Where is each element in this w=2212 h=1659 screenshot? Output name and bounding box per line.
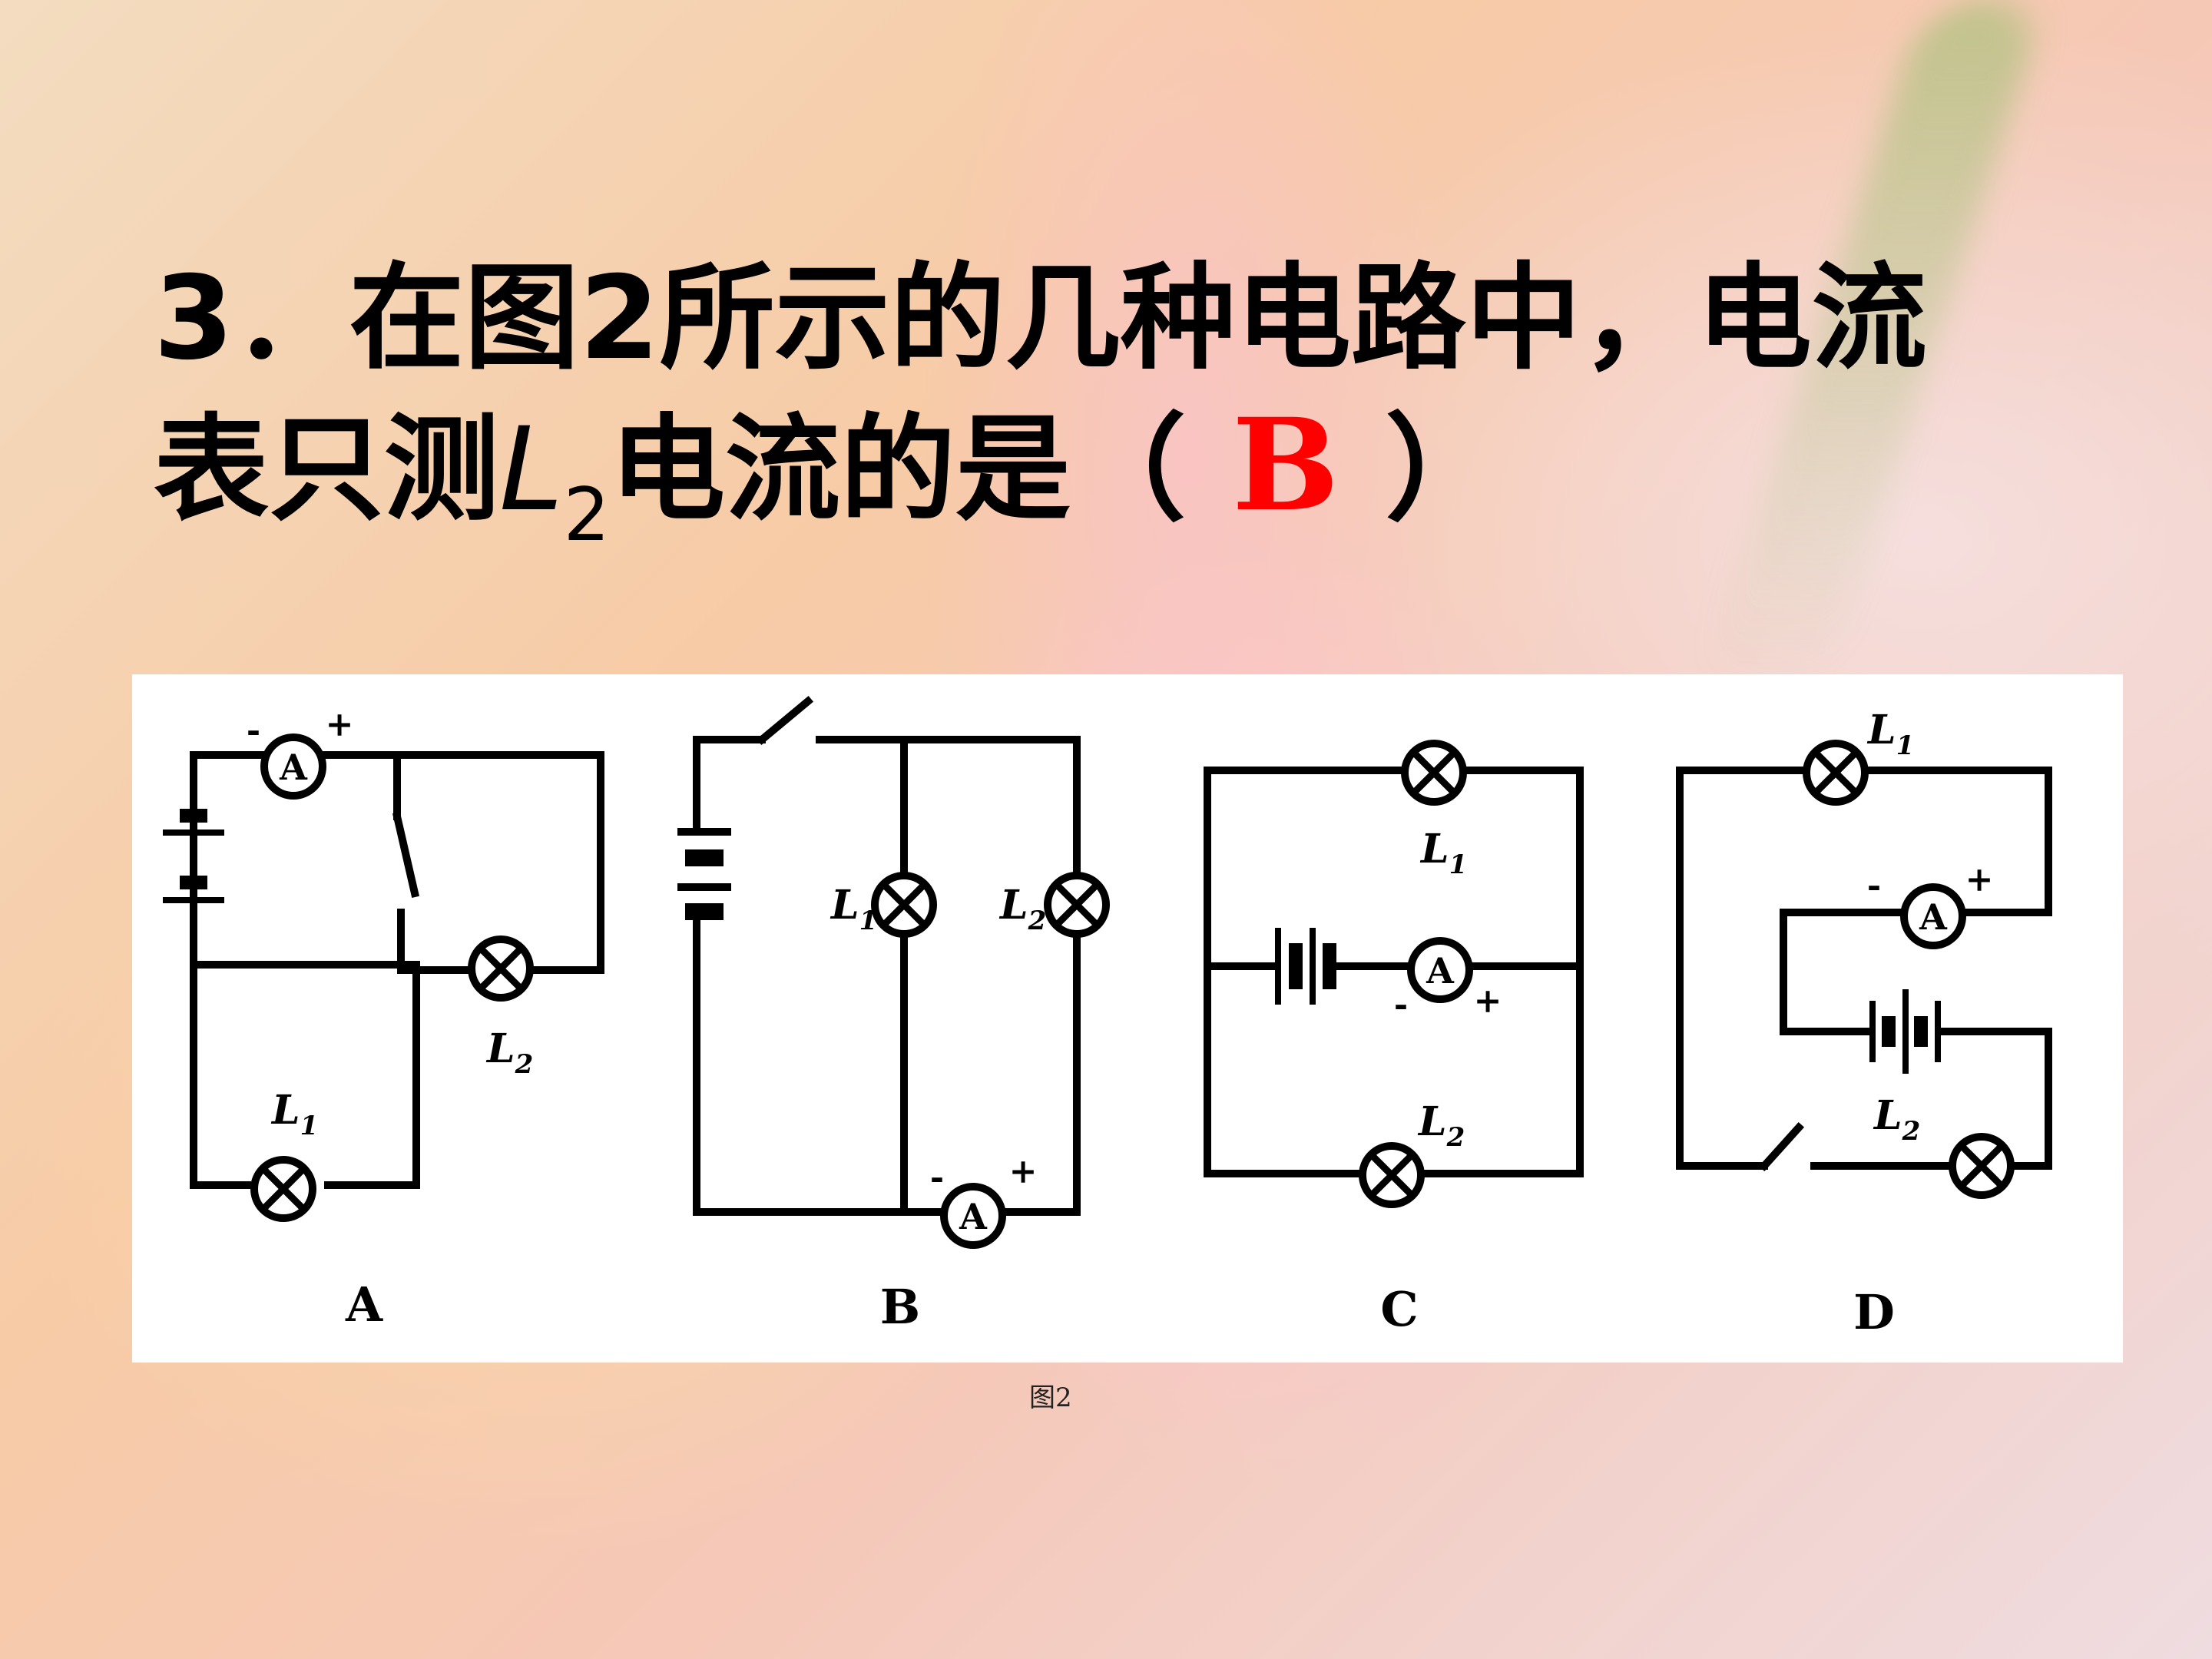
question-number: 3． [154, 252, 349, 386]
circuit-b-battery [677, 828, 731, 920]
circuit-b-label: B [880, 1279, 920, 1335]
close-paren: ） [1385, 403, 1501, 537]
circuit-c-ammeter-plus: + [1474, 982, 1502, 1021]
circuit-b-ammeter-minus: - [930, 1158, 944, 1197]
circuit-c-ammeter-minus: - [1394, 985, 1408, 1025]
circuit-d-ammeter: A - + [1867, 860, 1994, 949]
question-text: 3．在图2所示的几种电路中，电流 表只测L2电流的是（ B ） [154, 246, 2074, 588]
circuit-c: L1 A - + L2 C [1204, 740, 1584, 1337]
lamp-symbol: L [499, 403, 564, 537]
circuit-d-l1-label: L1 [1866, 707, 1914, 761]
circuit-b-ammeter-letter: A [959, 1196, 988, 1237]
circuit-b-ammeter-plus: + [1009, 1152, 1038, 1191]
circuit-a-label: A [345, 1277, 383, 1333]
circuit-c-wires [1204, 767, 1584, 1177]
circuit-b-wires [693, 695, 1081, 1216]
circuit-a-lamp-l2 [468, 935, 534, 1002]
circuit-a-l2-label: L2 [485, 1025, 533, 1080]
circuit-d-label: D [1853, 1284, 1895, 1340]
circuit-c-battery [1275, 928, 1336, 1005]
circuit-d-ammeter-letter: A [1919, 896, 1948, 938]
question-text-line2-suffix: 电流的是（ [610, 403, 1187, 537]
circuit-b-l2-label: L2 [998, 882, 1046, 936]
circuit-b-lamp-l1 [871, 872, 937, 938]
circuit-b-lamp-l2 [1044, 872, 1110, 938]
question-line-1: 3．在图2所示的几种电路中，电流 [154, 246, 2074, 392]
lamp-symbol-subscript: 2 [563, 473, 611, 558]
circuit-figure: A - + L2 L1 A [132, 674, 2123, 1363]
circuit-a-ammeter-plus: + [326, 705, 354, 744]
figure-caption: 图2 [1029, 1382, 1072, 1413]
circuit-b-ammeter: A - + [930, 1152, 1038, 1249]
circuit-b: L1 L2 A - + B [677, 695, 1110, 1335]
circuit-a-battery [163, 809, 224, 903]
circuit-c-l1-label: L1 [1419, 826, 1467, 880]
answer-letter: B [1232, 390, 1339, 539]
question-line-2: 表只测L2电流的是（ B ） [154, 392, 2074, 588]
circuit-d-battery [1869, 989, 1941, 1074]
circuit-c-lamp-l2 [1359, 1142, 1425, 1208]
question-text-line1: 在图2所示的几种电路中，电流 [349, 252, 1927, 386]
circuit-a-l1-label: L1 [270, 1087, 318, 1141]
circuit-c-lamp-l1 [1401, 740, 1467, 806]
circuit-a-ammeter-minus: - [247, 711, 260, 750]
circuit-d-ammeter-minus: - [1867, 866, 1881, 906]
circuit-a-ammeter: A - + [247, 705, 354, 800]
circuit-c-label: C [1380, 1281, 1418, 1337]
circuit-c-l2-label: L2 [1417, 1098, 1465, 1153]
circuit-d: L1 A - + L2 D [1676, 707, 2052, 1340]
circuit-b-l1-label: L1 [830, 882, 877, 936]
circuit-d-ammeter-plus: + [1965, 860, 1994, 899]
circuit-d-lamp-l2 [1949, 1133, 2015, 1199]
circuit-a-ammeter-letter: A [279, 747, 308, 788]
circuit-d-wires [1676, 767, 2052, 1172]
circuit-d-lamp-l1 [1803, 740, 1869, 806]
circuit-diagrams-svg: A - + L2 L1 A [163, 695, 2052, 1340]
circuit-d-l2-label: L2 [1873, 1092, 1920, 1147]
question-text-line2-prefix: 表只测 [154, 403, 500, 537]
circuit-a: A - + L2 L1 A [163, 705, 604, 1333]
circuit-a-wires [190, 751, 604, 1189]
circuit-c-ammeter: A - + [1394, 937, 1502, 1025]
circuit-a-lamp-l1 [250, 1156, 316, 1222]
circuit-c-ammeter-letter: A [1426, 950, 1455, 992]
